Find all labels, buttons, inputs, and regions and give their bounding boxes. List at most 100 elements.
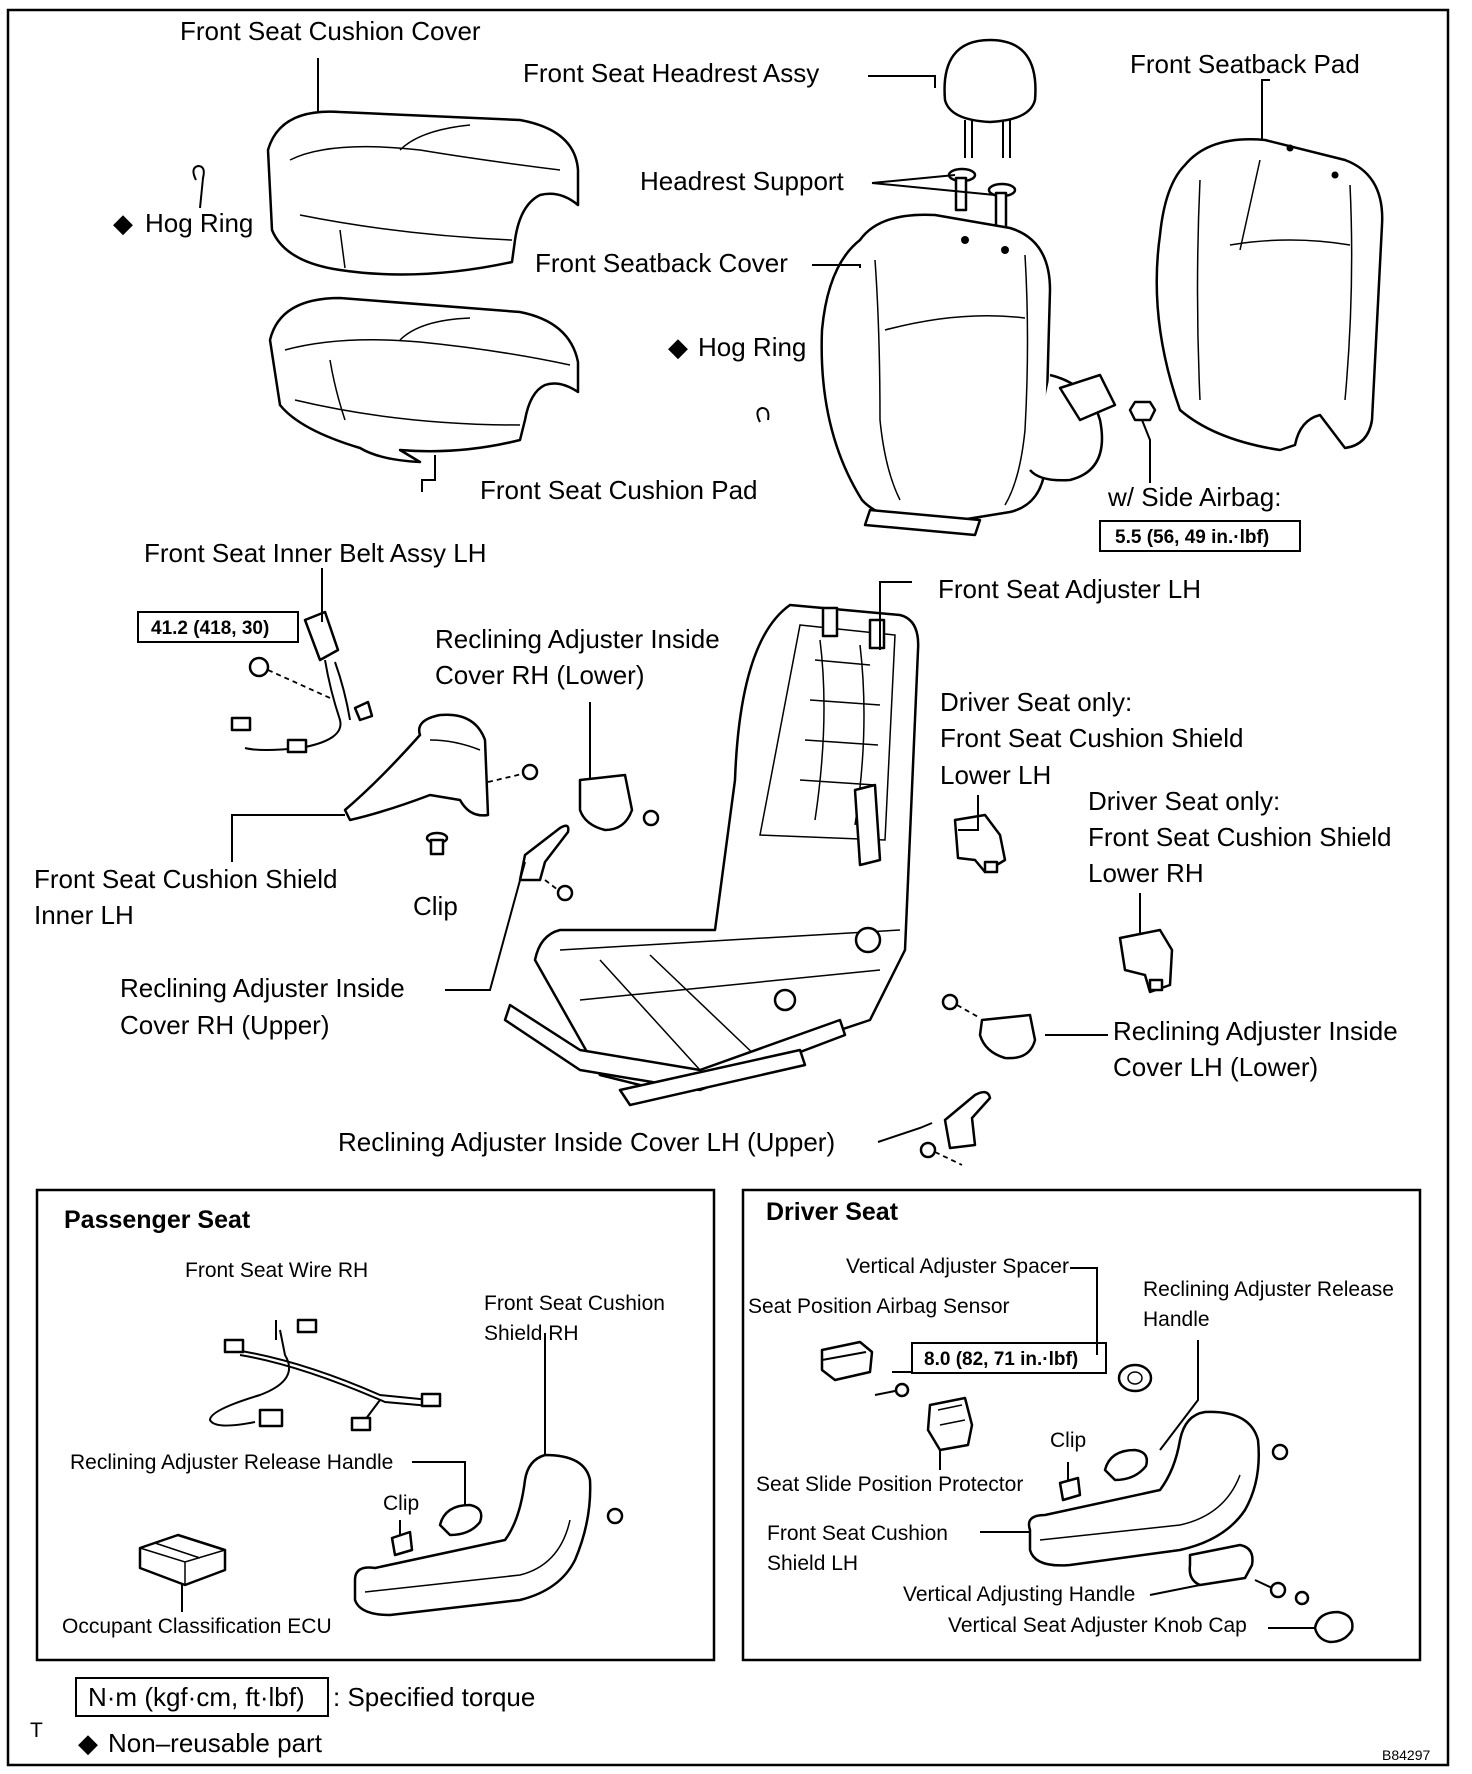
cushion-pad-drawing bbox=[268, 296, 580, 464]
label-driver-release-2: Handle bbox=[1143, 1308, 1210, 1331]
seat-adjuster-frame-drawing bbox=[503, 603, 920, 1107]
hog-ring-2-icon bbox=[756, 406, 770, 423]
legend-torque-box bbox=[75, 1677, 329, 1717]
label-driver-only-2: Driver Seat only: bbox=[1088, 786, 1280, 816]
figure-code: B84297 bbox=[1382, 1747, 1430, 1763]
headrest-drawing bbox=[943, 38, 1037, 158]
driver-bolt-icon bbox=[1271, 1443, 1289, 1461]
legend-torque-desc: : Specified torque bbox=[333, 1682, 535, 1712]
label-driver-shield-lh-2: Shield LH bbox=[767, 1552, 858, 1575]
label-lh-upper: Reclining Adjuster Inside Cover LH (Uppe… bbox=[338, 1127, 835, 1157]
rh-lower-cover-drawing bbox=[578, 773, 634, 832]
leader-lines bbox=[231, 58, 1270, 1143]
label-driver-release-1: Reclining Adjuster Release bbox=[1143, 1278, 1394, 1301]
inner-belt-drawing bbox=[230, 610, 374, 754]
label-seatback-pad: Front Seatback Pad bbox=[1130, 49, 1360, 79]
clip-drawing bbox=[425, 831, 449, 856]
passenger-clip-drawing bbox=[390, 1520, 414, 1557]
label-driver-only-1: Driver Seat only: bbox=[940, 687, 1132, 717]
rh-upper-cover-drawing bbox=[518, 824, 570, 882]
label-passenger-release-handle: Reclining Adjuster Release Handle bbox=[70, 1451, 393, 1474]
label-headrest-support: Headrest Support bbox=[640, 166, 845, 196]
label-shield-rh-2: Shield RH bbox=[484, 1322, 579, 1345]
outer-frame bbox=[6, 8, 1450, 1767]
vertical-spacer-drawing bbox=[1117, 1363, 1153, 1393]
occupant-ecu-drawing bbox=[138, 1533, 227, 1587]
spacer-leader bbox=[1070, 1267, 1098, 1355]
vertical-handle-drawing bbox=[1188, 1543, 1310, 1606]
label-passenger-clip: Clip bbox=[383, 1492, 419, 1515]
diamond-icon: ◆ bbox=[113, 208, 133, 238]
label-shield-lower-rh-2: Lower RH bbox=[1088, 858, 1204, 888]
label-headrest-assy: Front Seat Headrest Assy bbox=[523, 58, 819, 88]
passenger-bolt-icon bbox=[606, 1507, 624, 1525]
label-lh-lower-2: Cover LH (Lower) bbox=[1113, 1052, 1318, 1082]
label-vertical-adjuster-spacer: Vertical Adjuster Spacer bbox=[846, 1255, 1069, 1278]
lh-upper-cover-drawing bbox=[943, 1090, 992, 1150]
knob-cap-icon bbox=[1313, 1610, 1354, 1644]
label-clip: Clip bbox=[413, 891, 458, 921]
label-occupant-ecu: Occupant Classification ECU bbox=[62, 1615, 332, 1638]
corner-mark: T bbox=[30, 1719, 43, 1742]
label-shield-lower-lh-2: Lower LH bbox=[940, 760, 1051, 790]
seatback-pad-drawing bbox=[1155, 138, 1384, 452]
driver-release-leader bbox=[1159, 1340, 1199, 1451]
label-driver-clip: Clip bbox=[1050, 1429, 1086, 1452]
label-side-airbag: w/ Side Airbag: bbox=[1107, 482, 1281, 512]
belt-bolt-icon bbox=[248, 656, 270, 678]
rh-upper-bolt-icon bbox=[556, 884, 574, 902]
label-shield-inner-lh-2: Inner LH bbox=[34, 900, 134, 930]
torque-sensor: 8.0 (82, 71 in.·lbf) bbox=[924, 1349, 1078, 1370]
passenger-seat-panel bbox=[35, 1188, 716, 1662]
hog-ring-1-icon bbox=[192, 164, 205, 209]
vertical-handle-leader bbox=[1149, 1584, 1201, 1596]
label-lh-lower-1: Reclining Adjuster Inside bbox=[1113, 1016, 1398, 1046]
label-shield-lower-lh-1: Front Seat Cushion Shield bbox=[940, 723, 1244, 753]
seatback-cover-drawing bbox=[820, 213, 1117, 537]
sensor-bolt-icon bbox=[894, 1382, 910, 1398]
label-rh-upper-1: Reclining Adjuster Inside bbox=[120, 973, 405, 1003]
shield-lower-rh-drawing bbox=[1118, 928, 1174, 994]
label-rh-lower-2: Cover RH (Lower) bbox=[435, 660, 645, 690]
label-rh-lower-1: Reclining Adjuster Inside bbox=[435, 624, 720, 654]
driver-shield-lh-drawing bbox=[1027, 1410, 1260, 1567]
belt-bolt-dash bbox=[267, 669, 331, 699]
headrest-support-drawing bbox=[947, 167, 1017, 235]
shield-bolt-icon bbox=[521, 763, 539, 781]
label-vertical-adjusting-handle: Vertical Adjusting Handle bbox=[903, 1583, 1135, 1606]
diamond-icon: ◆ bbox=[78, 1728, 98, 1758]
driver-seat-panel bbox=[741, 1188, 1422, 1662]
passenger-seat-title: Passenger Seat bbox=[64, 1206, 251, 1234]
passenger-release-leader bbox=[412, 1461, 466, 1505]
label-seat-position-sensor: Seat Position Airbag Sensor bbox=[748, 1295, 1010, 1318]
lh-lower-cover-drawing bbox=[978, 1013, 1037, 1060]
label-hog-ring-2: Hog Ring bbox=[698, 332, 806, 362]
label-driver-shield-lh-1: Front Seat Cushion bbox=[767, 1522, 948, 1545]
airbag-nut-icon bbox=[1128, 400, 1157, 422]
label-seat-slide-protector: Seat Slide Position Protector bbox=[756, 1473, 1023, 1496]
driver-clip-drawing bbox=[1058, 1462, 1082, 1502]
driver-seat-title: Driver Seat bbox=[766, 1198, 899, 1226]
torque-box-inner-belt bbox=[137, 611, 299, 643]
label-cushion-pad: Front Seat Cushion Pad bbox=[480, 475, 758, 505]
torque-side-airbag: 5.5 (56, 49 in.·lbf) bbox=[1115, 527, 1269, 548]
wire-harness-drawing bbox=[208, 1318, 442, 1432]
lh-upper-bolt-icon bbox=[919, 1141, 937, 1159]
label-shield-rh-1: Front Seat Cushion bbox=[484, 1292, 665, 1315]
torque-box-sensor bbox=[911, 1342, 1107, 1374]
label-rh-upper-2: Cover RH (Upper) bbox=[120, 1010, 330, 1040]
cushion-cover-drawing bbox=[266, 110, 580, 276]
slide-protector-drawing bbox=[926, 1396, 974, 1452]
legend-nonreusable: Non–reusable part bbox=[108, 1728, 323, 1758]
diamond-icon: ◆ bbox=[668, 332, 688, 362]
shield-inner-lh-drawing bbox=[343, 713, 490, 822]
label-seatback-cover: Front Seatback Cover bbox=[535, 248, 788, 278]
label-hog-ring-1: Hog Ring bbox=[145, 208, 253, 238]
torque-box-side-airbag bbox=[1099, 520, 1301, 552]
passenger-shield-rh-drawing bbox=[353, 1453, 592, 1617]
label-shield-lower-rh-1: Front Seat Cushion Shield bbox=[1088, 822, 1392, 852]
label-front-seat-wire-rh: Front Seat Wire RH bbox=[185, 1259, 368, 1282]
label-knob-cap: Vertical Seat Adjuster Knob Cap bbox=[948, 1614, 1247, 1637]
airbag-sensor-drawing bbox=[820, 1340, 874, 1382]
